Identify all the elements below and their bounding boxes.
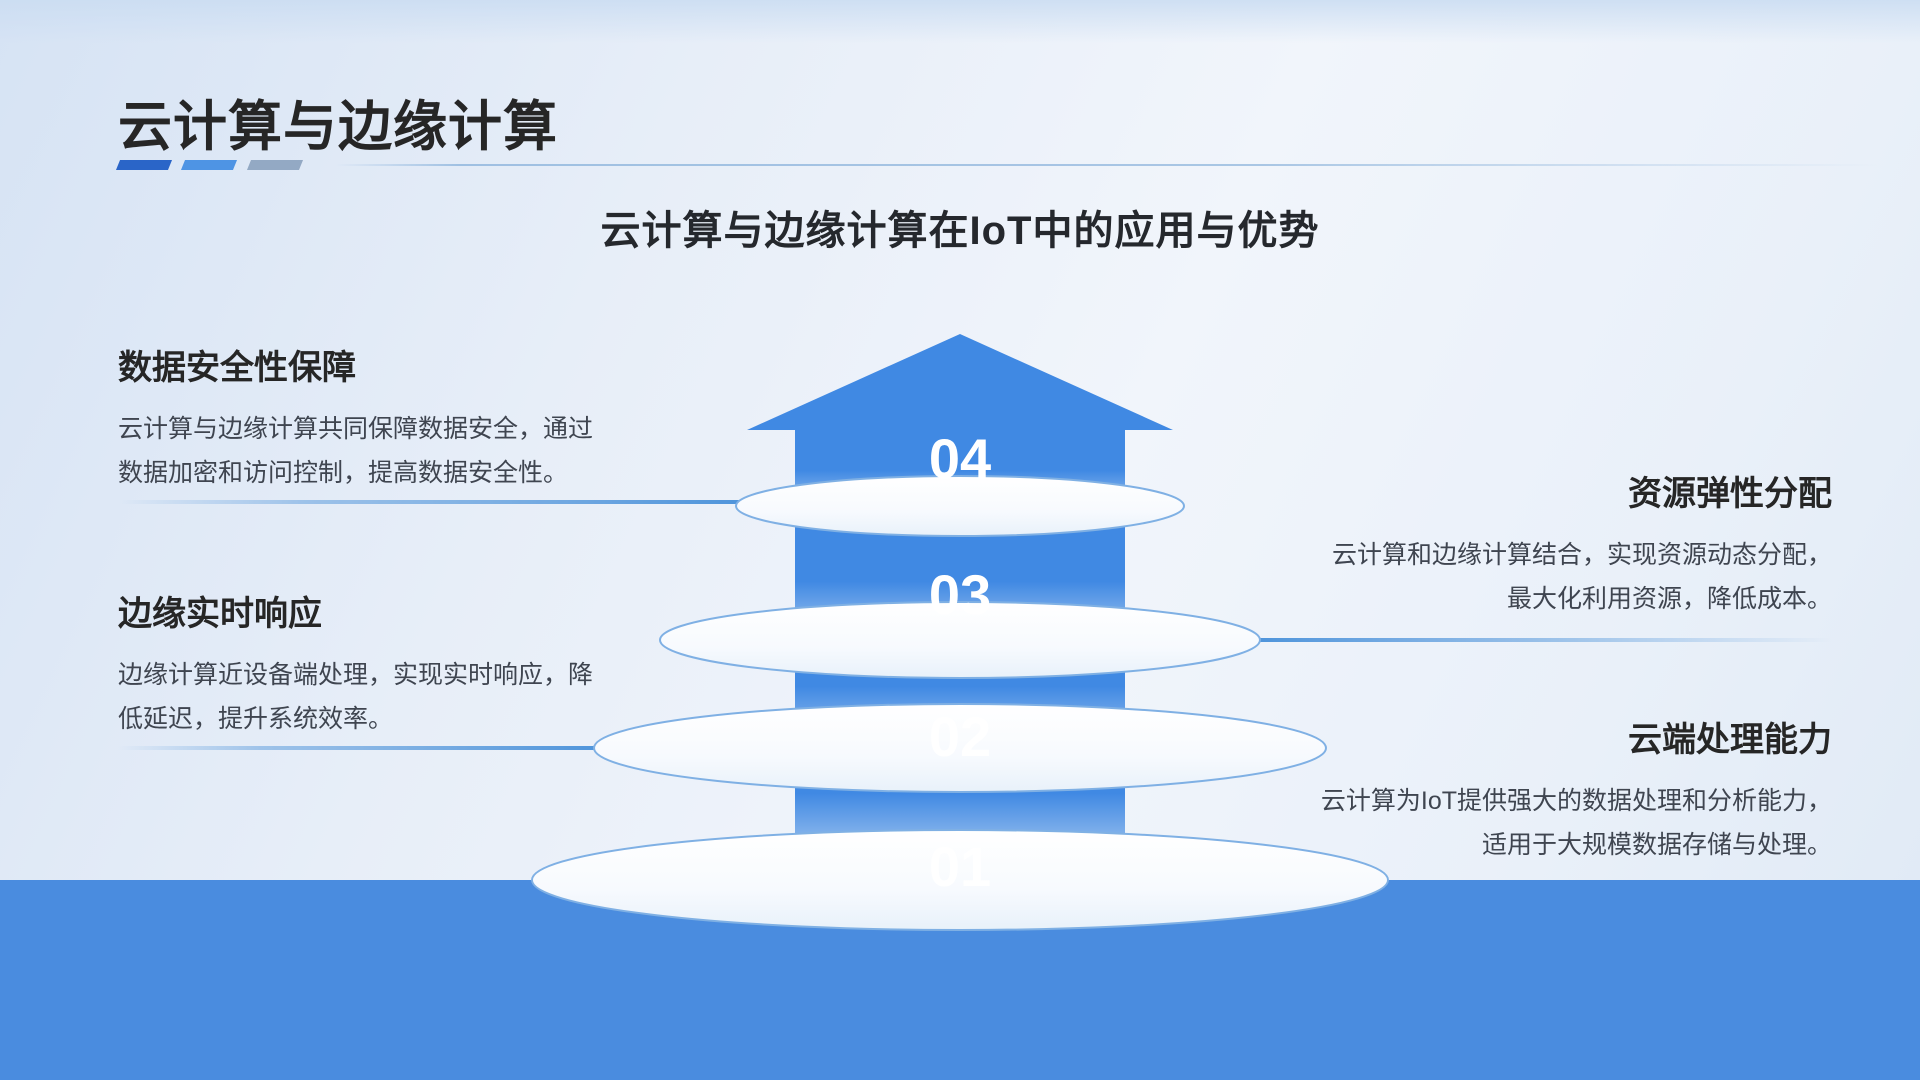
note-resource-elastic: 资源弹性分配 云计算和边缘计算结合，实现资源动态分配，最大化利用资源，降低成本。 — [1212, 466, 1832, 621]
header-divider-line — [336, 164, 1878, 166]
note-body: 云计算为IoT提供强大的数据处理和分析能力，适用于大规模数据存储与处理。 — [1320, 787, 1832, 859]
title-underline-decoration — [115, 160, 1878, 172]
note-heading: 边缘实时响应 — [118, 595, 322, 633]
slide-subtitle: 云计算与边缘计算在IoT中的应用与优势 — [600, 209, 1320, 253]
note-data-security: 数据安全性保障 云计算与边缘计算共同保障数据安全，通过数据加密和访问控制，提高数… — [118, 340, 678, 495]
note-body: 云计算和边缘计算结合，实现资源动态分配，最大化利用资源，降低成本。 — [1331, 541, 1832, 613]
note-heading: 资源弹性分配 — [1628, 475, 1832, 513]
level-number-01: 01 — [929, 835, 991, 898]
level-number-02: 02 — [929, 705, 991, 768]
arrow-head — [747, 334, 1173, 430]
disc-level-2 — [593, 703, 1327, 793]
note-heading: 云端处理能力 — [1628, 721, 1832, 759]
note-heading: 数据安全性保障 — [118, 349, 356, 387]
connector-line-right — [1256, 638, 1832, 642]
note-body: 云计算与边缘计算共同保障数据安全，通过数据加密和访问控制，提高数据安全性。 — [118, 415, 594, 487]
connector-line-left-top — [118, 500, 743, 504]
disc-level-4 — [735, 475, 1185, 537]
note-cloud-processing: 云端处理能力 云计算为IoT提供强大的数据处理和分析能力，适用于大规模数据存储与… — [1212, 712, 1832, 867]
level-number-04: 04 — [929, 427, 991, 490]
connector-line-left-bottom — [118, 746, 600, 750]
disc-level-3 — [659, 601, 1261, 679]
page-title: 云计算与边缘计算 — [118, 97, 558, 157]
disc-level-1 — [531, 829, 1389, 931]
note-edge-realtime: 边缘实时响应 边缘计算近设备端处理，实现实时响应，降低延迟，提升系统效率。 — [118, 586, 678, 741]
level-number-03: 03 — [929, 563, 991, 626]
note-body: 边缘计算近设备端处理，实现实时响应，降低延迟，提升系统效率。 — [118, 661, 594, 733]
